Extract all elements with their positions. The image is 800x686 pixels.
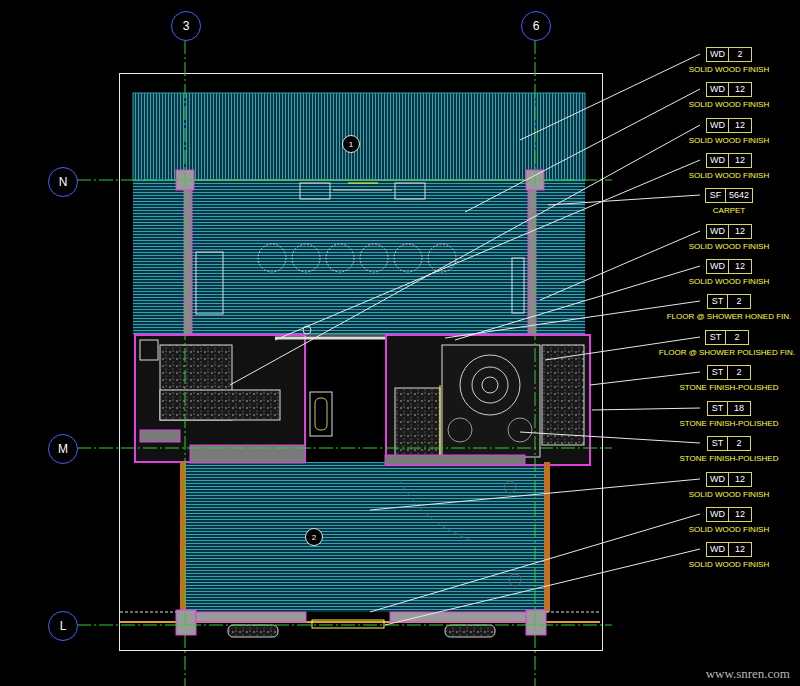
tag-cells: WD2 — [706, 47, 752, 62]
material-code: WD — [706, 224, 729, 239]
bubble-label: 6 — [533, 19, 540, 33]
material-number: 5642 — [726, 188, 753, 203]
grid-bubble: 3 — [171, 11, 201, 41]
material-code: ST — [707, 365, 728, 380]
finish-description: FLOOR @ SHOWER POLISHED FIN. — [658, 348, 796, 357]
bubble-label: 1 — [349, 140, 353, 149]
material-number: 2 — [728, 294, 751, 309]
bubble-label: L — [60, 619, 67, 633]
finish-tag: WD12SOLID WOOD FINISH — [688, 153, 770, 180]
finish-tag: WD2SOLID WOOD FINISH — [688, 47, 770, 74]
grid-bubble: 6 — [521, 11, 551, 41]
finish-tag: WD12SOLID WOOD FINISH — [688, 118, 770, 145]
tag-cells: WD12 — [706, 259, 752, 274]
bubble-label: 3 — [183, 19, 190, 33]
finish-description: STONE FINISH-POLISHED — [679, 419, 780, 428]
tag-cells: ST2 — [707, 365, 751, 380]
tag-cells: ST2 — [705, 330, 749, 345]
tag-cells: ST2 — [707, 294, 751, 309]
tag-cells: WD12 — [706, 224, 752, 239]
material-number: 12 — [729, 118, 752, 133]
bubble-label: 2 — [312, 533, 316, 542]
grid-bubble: L — [48, 611, 78, 641]
finish-tag: WD12SOLID WOOD FINISH — [688, 259, 770, 286]
material-number: 2 — [728, 436, 751, 451]
finish-description: SOLID WOOD FINISH — [688, 560, 770, 569]
material-number: 12 — [729, 153, 752, 168]
finish-tag: ST2STONE FINISH-POLISHED — [679, 365, 780, 392]
section-mark: 1 — [342, 135, 360, 153]
finish-tag: ST18STONE FINISH-POLISHED — [679, 401, 780, 428]
finish-description: STONE FINISH-POLISHED — [679, 383, 780, 392]
material-code: SF — [705, 188, 726, 203]
material-code: WD — [706, 542, 729, 557]
tag-cells: WD12 — [706, 507, 752, 522]
finish-description: SOLID WOOD FINISH — [688, 65, 770, 74]
material-number: 12 — [729, 82, 752, 97]
finish-description: FLOOR @ SHOWER HONED FIN. — [666, 312, 793, 321]
watermark: www.snren.com — [706, 666, 790, 682]
tag-cells: WD12 — [706, 82, 752, 97]
material-code: WD — [706, 507, 729, 522]
tag-cells: ST2 — [707, 436, 751, 451]
grid-bubble: M — [48, 434, 78, 464]
finish-description: CARPET — [712, 206, 746, 215]
grid-bubble: N — [48, 167, 78, 197]
tag-cells: WD12 — [706, 118, 752, 133]
tag-cells: ST18 — [707, 401, 751, 416]
finish-description: SOLID WOOD FINISH — [688, 490, 770, 499]
material-code: WD — [706, 153, 729, 168]
material-code: ST — [707, 401, 728, 416]
material-number: 12 — [729, 472, 752, 487]
finish-description: SOLID WOOD FINISH — [688, 242, 770, 251]
tag-cells: WD12 — [706, 153, 752, 168]
finish-description: STONE FINISH-POLISHED — [679, 454, 780, 463]
finish-description: SOLID WOOD FINISH — [688, 100, 770, 109]
material-code: ST — [705, 330, 726, 345]
finish-tag: WD12SOLID WOOD FINISH — [688, 224, 770, 251]
tag-cells: WD12 — [706, 472, 752, 487]
finish-description: SOLID WOOD FINISH — [688, 277, 770, 286]
tag-cells: WD12 — [706, 542, 752, 557]
material-code: WD — [706, 118, 729, 133]
finish-description: SOLID WOOD FINISH — [688, 171, 770, 180]
finish-tag: WD12SOLID WOOD FINISH — [688, 507, 770, 534]
material-code: WD — [706, 259, 729, 274]
material-number: 18 — [728, 401, 751, 416]
material-number: 12 — [729, 224, 752, 239]
section-mark: 2 — [305, 528, 323, 546]
finish-description: SOLID WOOD FINISH — [688, 525, 770, 534]
finish-tag: WD12SOLID WOOD FINISH — [688, 472, 770, 499]
finish-tag: ST2FLOOR @ SHOWER POLISHED FIN. — [658, 330, 796, 357]
finish-tag: ST2FLOOR @ SHOWER HONED FIN. — [666, 294, 793, 321]
bubble-label: M — [58, 442, 68, 456]
tag-cells: SF5642 — [705, 188, 753, 203]
material-code: WD — [706, 472, 729, 487]
material-code: ST — [707, 294, 728, 309]
material-code: WD — [706, 47, 729, 62]
material-code: ST — [707, 436, 728, 451]
finish-tag: WD12SOLID WOOD FINISH — [688, 82, 770, 109]
finish-tag: WD12SOLID WOOD FINISH — [688, 542, 770, 569]
material-code: WD — [706, 82, 729, 97]
material-number: 2 — [728, 365, 751, 380]
material-number: 2 — [726, 330, 749, 345]
finish-tag: SF5642CARPET — [705, 188, 753, 215]
material-number: 12 — [729, 507, 752, 522]
material-number: 12 — [729, 259, 752, 274]
finish-description: SOLID WOOD FINISH — [688, 136, 770, 145]
bubble-label: N — [59, 175, 68, 189]
material-number: 12 — [729, 542, 752, 557]
material-number: 2 — [729, 47, 752, 62]
finish-tag: ST2STONE FINISH-POLISHED — [679, 436, 780, 463]
